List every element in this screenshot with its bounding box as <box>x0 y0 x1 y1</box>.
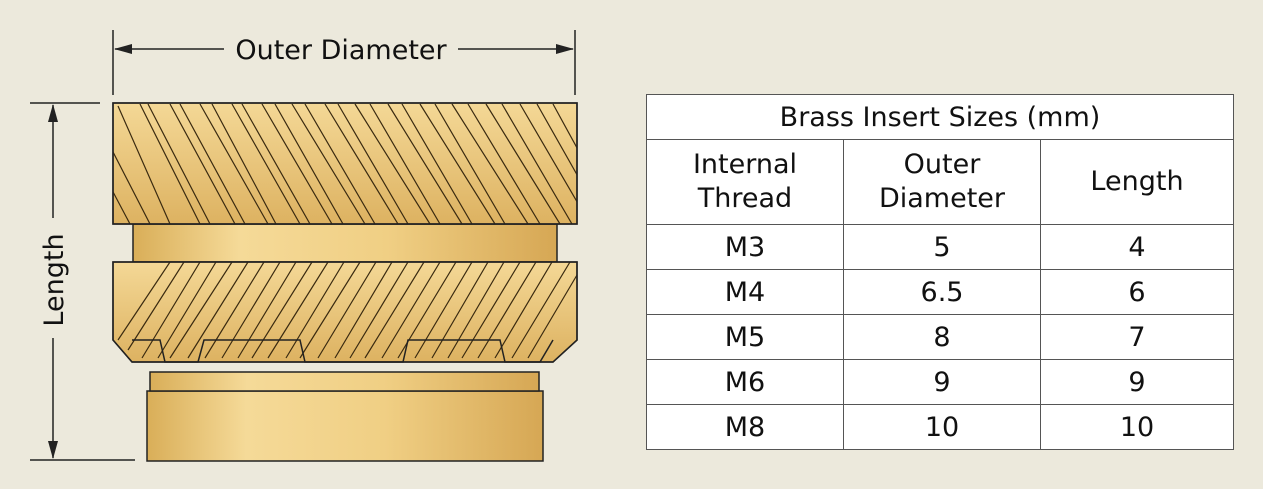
header-internal-thread: Internal Thread <box>646 139 844 225</box>
middle-knurl-band <box>112 261 578 363</box>
header-length: Length <box>1040 139 1234 225</box>
length-dimension: Length <box>30 102 135 461</box>
header-line: Outer <box>903 149 981 180</box>
cell-outer-diameter: 9 <box>843 359 1041 405</box>
cell-outer-diameter: 10 <box>843 404 1041 450</box>
cell-thread: M4 <box>646 269 844 315</box>
length-label: Length <box>39 233 70 326</box>
cell-thread: M6 <box>646 359 844 405</box>
outer-diameter-label: Outer Diameter <box>235 35 447 66</box>
arrowhead-left-icon <box>114 44 132 54</box>
header-line: Internal <box>692 149 798 180</box>
cell-thread: M3 <box>646 224 844 270</box>
brass-insert <box>112 102 578 462</box>
cell-length: 4 <box>1040 224 1234 270</box>
cell-length: 7 <box>1040 314 1234 360</box>
cell-length: 10 <box>1040 404 1234 450</box>
brass-insert-diagram: Outer Diameter Length <box>30 30 578 462</box>
header-outer-diameter: Outer Diameter <box>843 139 1041 225</box>
cell-length: 6 <box>1040 269 1234 315</box>
table-title: Brass Insert Sizes (mm) <box>646 94 1234 140</box>
middle-groove <box>132 223 558 263</box>
bottom-collar <box>146 390 544 462</box>
cell-length: 9 <box>1040 359 1234 405</box>
brass-insert-size-table: Brass Insert Sizes (mm) Internal Thread … <box>646 94 1234 450</box>
arrowhead-up-icon <box>48 104 58 122</box>
arrowhead-down-icon <box>48 441 58 459</box>
table-row: M8 10 10 <box>646 404 1234 450</box>
cell-thread: M8 <box>646 404 844 450</box>
outer-diameter-dimension: Outer Diameter <box>112 30 576 95</box>
table-row: M3 5 4 <box>646 224 1234 270</box>
cell-outer-diameter: 5 <box>843 224 1041 270</box>
header-line: Length <box>1090 166 1184 197</box>
table-row: M6 9 9 <box>646 359 1234 405</box>
cell-outer-diameter: 8 <box>843 314 1041 360</box>
lower-step <box>149 371 540 392</box>
cell-thread: M5 <box>646 314 844 360</box>
table-header-row: Internal Thread Outer Diameter Length <box>646 139 1234 225</box>
table-row: M5 8 7 <box>646 314 1234 360</box>
header-line: Thread <box>697 183 793 214</box>
header-line: Diameter <box>878 183 1006 214</box>
cell-outer-diameter: 6.5 <box>843 269 1041 315</box>
table-title-row: Brass Insert Sizes (mm) <box>646 94 1234 140</box>
table-row: M4 6.5 6 <box>646 269 1234 315</box>
arrowhead-right-icon <box>556 44 574 54</box>
top-knurl-band <box>112 102 578 225</box>
